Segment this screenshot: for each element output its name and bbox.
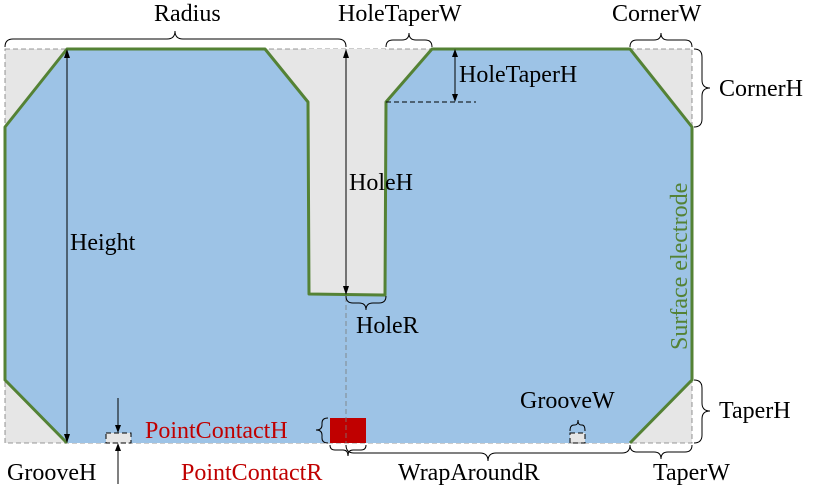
label-taper-h: TaperH [719, 398, 791, 424]
label-corner-h: CornerH [719, 76, 803, 102]
label-point-contact-h: PointContactH [145, 418, 288, 444]
groove-w-brace [569, 419, 586, 432]
hole-r-brace [345, 295, 387, 311]
taper-h-brace [693, 379, 711, 444]
height-arrowhead-top [64, 49, 70, 58]
hole-h-arrowhead-top [343, 49, 349, 58]
label-wrap-around-r: WrapAroundR [398, 460, 540, 486]
height-arrowhead-bottom [64, 434, 70, 443]
hole-taper-h-arrowhead-top [452, 49, 458, 57]
label-hole-taper-w: HoleTaperW [338, 1, 462, 27]
crystal-body [5, 49, 692, 443]
groove-left [105, 432, 132, 444]
corner-w-brace [629, 32, 693, 48]
surface-electrode-line [3, 47, 694, 445]
point-contact-h-brace [315, 417, 329, 444]
label-hole-r: HoleR [356, 313, 419, 339]
point-contact [330, 418, 366, 443]
point-contact-r-brace [329, 444, 367, 457]
groove-right [569, 432, 586, 444]
label-surface-electrode: Surface electrode [667, 183, 693, 350]
label-corner-w: CornerW [612, 1, 702, 27]
label-groove-h: GrooveH [7, 460, 96, 486]
hole-taper-w-brace [385, 32, 433, 48]
hole-h-arrowhead-bottom [343, 286, 349, 295]
groove-h-arrowhead-top [115, 425, 121, 433]
radius-brace [4, 30, 347, 48]
label-point-contact-r: PointContactR [181, 460, 322, 486]
label-hole-h: HoleH [349, 170, 413, 196]
label-height: Height [70, 230, 136, 256]
groove-h-arrowhead-bottom [115, 443, 121, 451]
label-groove-w: GrooveW [520, 388, 615, 414]
label-hole-taper-h: HoleTaperH [459, 62, 577, 88]
corner-h-brace [693, 48, 711, 128]
label-radius: Radius [154, 1, 221, 27]
hole-taper-h-arrowhead-bottom [452, 94, 458, 102]
taper-w-brace [629, 444, 693, 460]
label-taper-w: TaperW [653, 460, 730, 486]
wrap-around-r-brace [345, 444, 631, 462]
